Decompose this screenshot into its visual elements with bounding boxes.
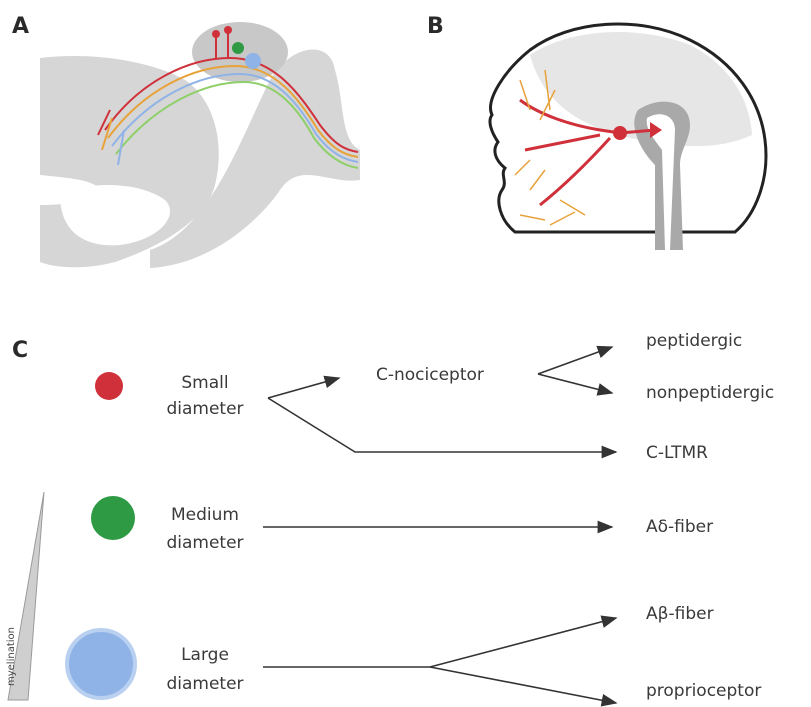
arrow-to-peptidergic <box>538 347 612 374</box>
medium-label-line1: Medium <box>145 502 265 528</box>
proprioceptor-label: proprioceptor <box>646 678 761 704</box>
c-ltmr-label: C-LTMR <box>646 440 708 466</box>
small-diameter-dot <box>95 372 123 400</box>
medium-diameter-dot <box>91 496 135 540</box>
peptidergic-label: peptidergic <box>646 328 742 354</box>
c-nociceptor-label: C-nociceptor <box>376 362 484 388</box>
myelination-label: myelination <box>6 612 26 702</box>
medium-label-line2: diameter <box>145 530 265 556</box>
large-diameter-dot <box>67 630 135 698</box>
a-beta-label: Aβ-fiber <box>646 601 714 627</box>
nonpeptidergic-label: nonpeptidergic <box>646 380 774 406</box>
small-label-line2: diameter <box>150 396 260 422</box>
small-label-line1: Small <box>150 370 260 396</box>
arrow-large-to-proprioceptor <box>430 667 616 703</box>
large-label-line1: Large <box>145 642 265 668</box>
arrow-small-to-c-ltmr <box>268 398 616 452</box>
a-delta-label: Aδ-fiber <box>646 514 713 540</box>
large-label-line2: diameter <box>145 671 265 697</box>
arrow-small-to-c-nociceptor <box>268 378 339 398</box>
arrow-to-nonpeptidergic <box>538 374 612 393</box>
arrow-large-to-a-beta <box>263 618 616 667</box>
